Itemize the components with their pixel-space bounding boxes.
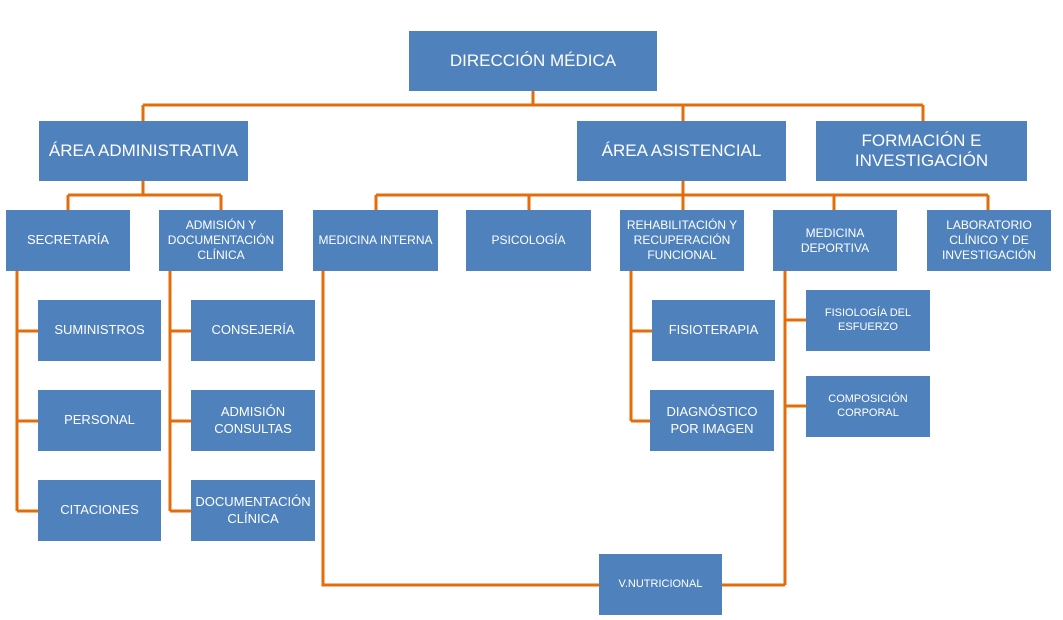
node-psicologia: PSICOLOGÍA <box>466 210 591 271</box>
node-label: ADMISIÓN CONSULTAS <box>214 404 292 436</box>
node-label: FISIOTERAPIA <box>668 322 759 338</box>
node-label: MEDICINA DEPORTIVA <box>800 225 870 255</box>
node-rehabilitacion: REHABILITACIÓN Y RECUPERACIÓN FUNCIONAL <box>620 210 744 271</box>
node-fisiologia-esfuerzo: FISIOLOGÍA DEL ESFUERZO <box>806 290 930 351</box>
node-label: LABORATORIO CLÍNICO Y DE INVESTIGACIÓN <box>941 218 1036 262</box>
connector-interna-to-nutricional <box>321 271 599 587</box>
node-label: V.NUTRICIONAL <box>618 577 703 590</box>
node-consejeria: CONSEJERÍA <box>191 300 315 361</box>
node-personal: PERSONAL <box>38 390 161 451</box>
node-label: DIRECCIÓN MÉDICA <box>449 50 617 70</box>
node-suministros: SUMINISTROS <box>38 300 161 361</box>
node-label: FISIOLOGÍA DEL ESFUERZO <box>824 306 912 333</box>
node-laboratorio: LABORATORIO CLÍNICO Y DE INVESTIGACIÓN <box>927 210 1051 271</box>
node-label: SECRETARÍA <box>26 232 110 248</box>
node-label: DIAGNÓSTICO POR IMAGEN <box>666 404 758 436</box>
node-area-asistencial: ÁREA ASISTENCIAL <box>577 121 786 181</box>
node-label: FORMACIÓN E INVESTIGACIÓN <box>854 130 989 170</box>
node-label: PERSONAL <box>64 412 135 428</box>
node-citaciones: CITACIONES <box>38 480 161 541</box>
node-composicion-corporal: COMPOSICIÓN CORPORAL <box>806 376 930 437</box>
node-medicina-deportiva: MEDICINA DEPORTIVA <box>773 210 897 271</box>
node-label: COMPOSICIÓN CORPORAL <box>828 392 908 419</box>
node-medicina-interna: MEDICINA INTERNA <box>313 210 438 271</box>
node-formacion-investigacion: FORMACIÓN E INVESTIGACIÓN <box>816 121 1027 181</box>
node-label: DOCUMENTACIÓN CLÍNICA <box>195 494 311 526</box>
node-secretaria: SECRETARÍA <box>6 210 130 271</box>
node-label: ÁREA ADMINISTRATIVA <box>48 140 239 160</box>
node-admision-consultas: ADMISIÓN CONSULTAS <box>191 390 315 451</box>
node-direccion-medica: DIRECCIÓN MÉDICA <box>409 31 657 91</box>
node-documentacion-clinica: DOCUMENTACIÓN CLÍNICA <box>191 480 315 541</box>
node-label: PSICOLOGÍA <box>491 233 566 247</box>
node-area-administrativa: ÁREA ADMINISTRATIVA <box>39 121 248 181</box>
node-label: MEDICINA INTERNA <box>318 233 433 247</box>
node-label: REHABILITACIÓN Y RECUPERACIÓN FUNCIONAL <box>626 218 738 262</box>
node-label: SUMINISTROS <box>54 322 145 338</box>
node-label: ADMISIÓN Y DOCUMENTACIÓN CLÍNICA <box>167 218 275 262</box>
node-diagnostico-imagen: DIAGNÓSTICO POR IMAGEN <box>650 390 774 451</box>
node-admision-documentacion: ADMISIÓN Y DOCUMENTACIÓN CLÍNICA <box>159 210 283 271</box>
node-label: ÁREA ASISTENCIAL <box>601 140 762 160</box>
node-fisioterapia: FISIOTERAPIA <box>652 300 775 361</box>
node-v-nutricional: V.NUTRICIONAL <box>599 554 722 615</box>
node-label: CONSEJERÍA <box>211 322 295 338</box>
node-label: CITACIONES <box>60 502 139 518</box>
